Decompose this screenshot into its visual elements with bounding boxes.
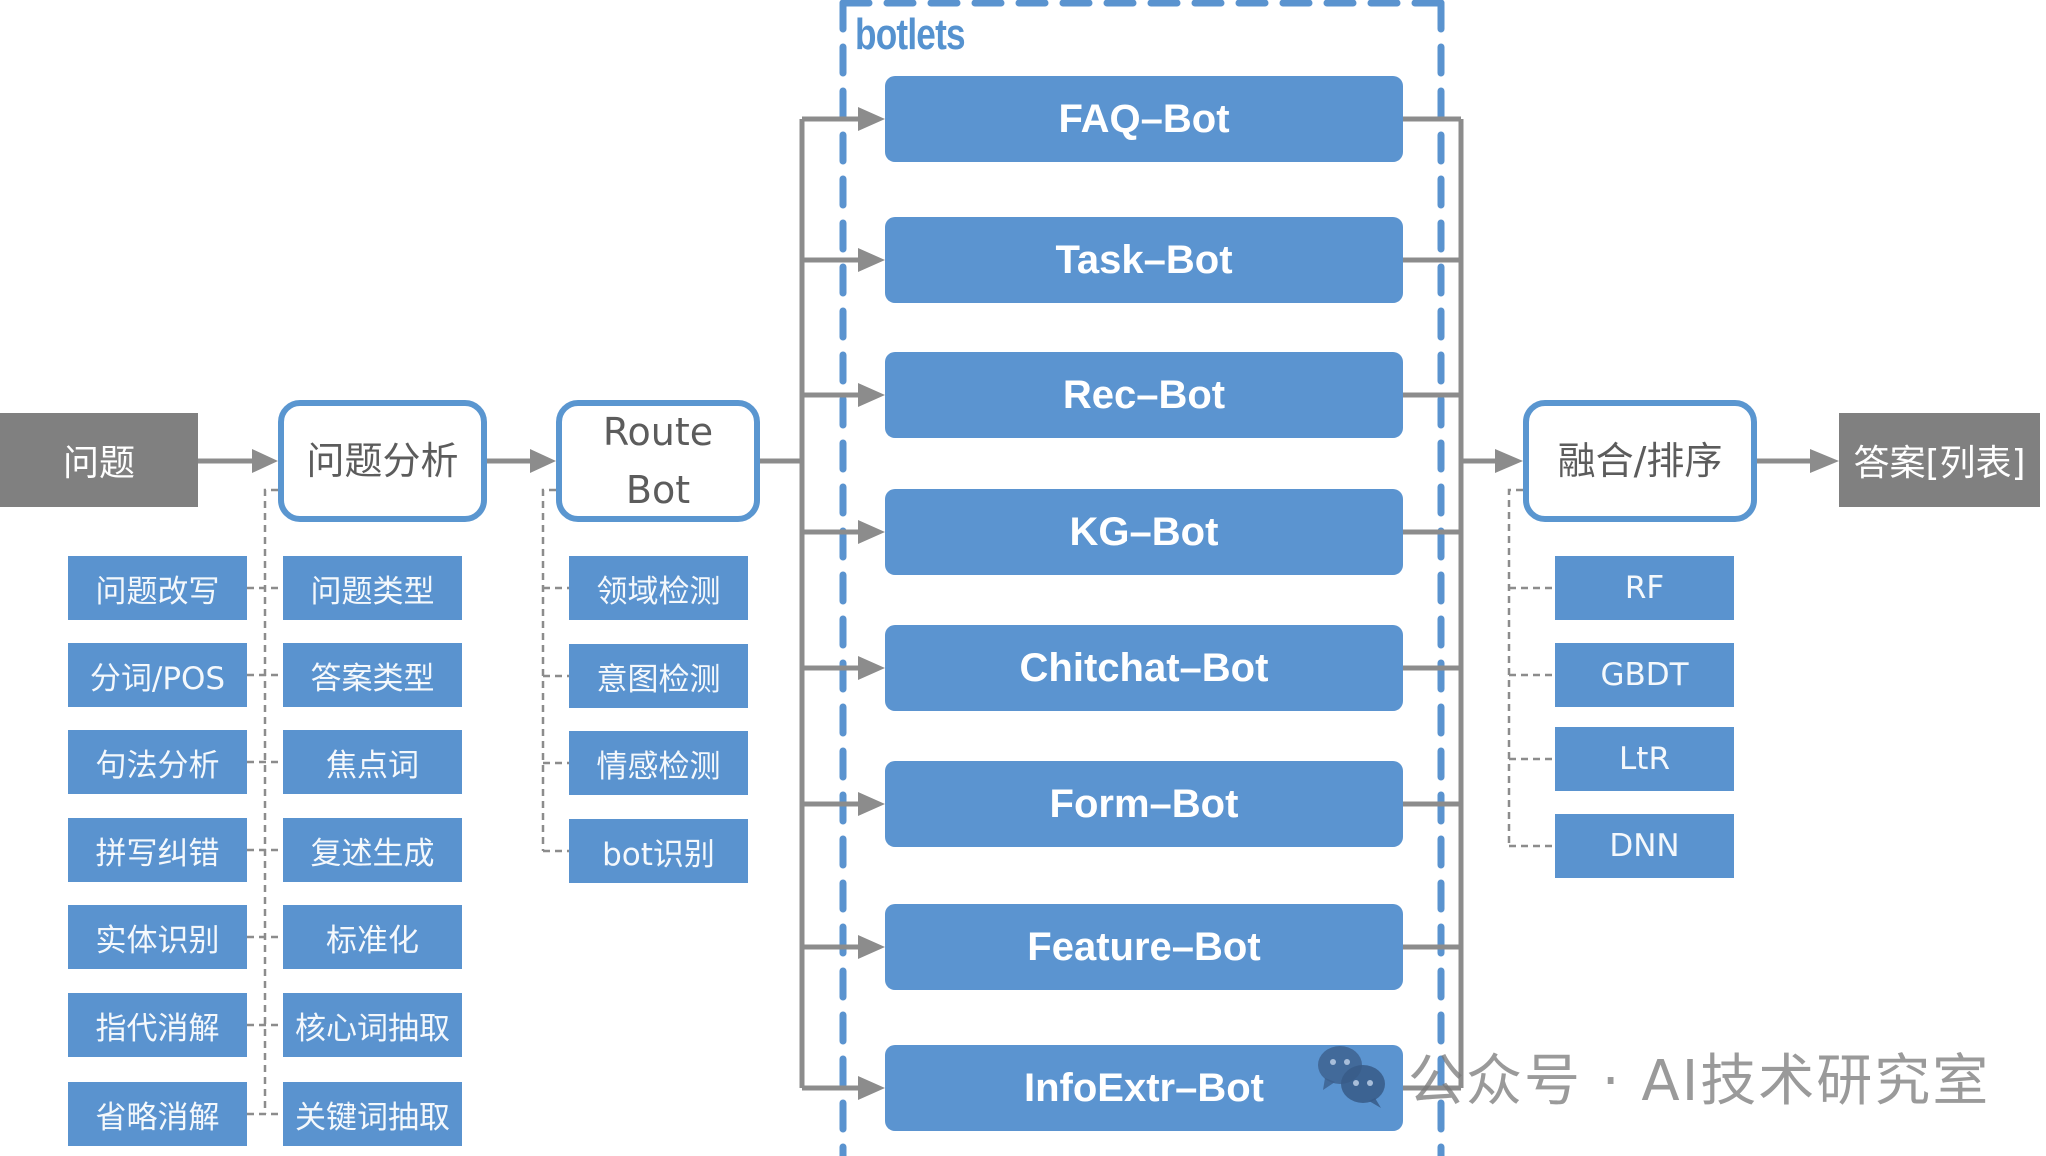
analysis-right-item-label: 关键词抽取 <box>295 1099 450 1136</box>
route-item: 意图检测 <box>569 644 748 708</box>
route-bot-label-line2: Bot <box>625 468 691 512</box>
bot-node-label: Feature–Bot <box>1027 924 1261 969</box>
question-analysis-label: 问题分析 <box>306 439 459 483</box>
route-item-label: 意图检测 <box>596 661 721 698</box>
bot-node-label: Rec–Bot <box>1062 372 1226 417</box>
route-item-label: 情感检测 <box>596 748 721 785</box>
analysis-right-item-label: 标准化 <box>326 922 419 959</box>
bot-node: Task–Bot <box>885 217 1403 303</box>
question-analysis-node: 问题分析 <box>278 400 487 522</box>
analysis-left-item-label: 分词/POS <box>89 660 226 697</box>
route-item-label: 领域检测 <box>596 573 721 610</box>
bot-node: Form–Bot <box>885 761 1403 847</box>
analysis-right-item: 复述生成 <box>283 818 462 882</box>
analysis-right-item: 问题类型 <box>283 556 462 620</box>
arrowhead <box>858 1076 885 1100</box>
analysis-right-item-label: 核心词抽取 <box>295 1010 450 1047</box>
analysis-left-item-label: 拼写纠错 <box>95 835 220 872</box>
botlets-title: botlets <box>855 10 966 59</box>
fusion-item-label: LtR <box>1619 741 1670 777</box>
fusion-item: RF <box>1555 556 1734 620</box>
bot-node-label: KG–Bot <box>1069 509 1219 554</box>
analysis-right-item: 答案类型 <box>283 643 462 707</box>
bot-node-label: InfoExtr–Bot <box>1024 1065 1264 1110</box>
analysis-left-item-label: 句法分析 <box>95 747 220 784</box>
analysis-left-item: 指代消解 <box>68 993 247 1057</box>
fusion-item-label: GBDT <box>1600 657 1689 693</box>
analysis-left-item-label: 省略消解 <box>95 1099 220 1136</box>
bot-node: InfoExtr–Bot <box>885 1045 1403 1131</box>
answer-list-label: 答案[列表] <box>1853 443 2026 484</box>
wechat-icon <box>1313 1040 1393 1110</box>
arrowhead <box>252 449 278 473</box>
arrowhead <box>1495 449 1523 473</box>
answer-list-node: 答案[列表] <box>1839 413 2040 507</box>
analysis-left-item: 句法分析 <box>68 730 247 794</box>
fusion-item-label: RF <box>1624 570 1665 606</box>
fusion-bracket <box>1507 488 1523 846</box>
route-bot-label-line1: Route <box>602 410 714 454</box>
route-item: 领域检测 <box>569 556 748 620</box>
fusion-ranking-label: 融合/排序 <box>1557 439 1723 483</box>
analysis-right-item: 标准化 <box>283 905 462 969</box>
arrowhead <box>530 449 556 473</box>
analysis-left-item-label: 指代消解 <box>95 1010 220 1047</box>
route-item-label: bot识别 <box>602 836 715 873</box>
arrowhead <box>858 383 885 407</box>
analysis-left-item: 实体识别 <box>68 905 247 969</box>
bot-node: Feature–Bot <box>885 904 1403 990</box>
arrowhead <box>858 656 885 680</box>
arrowhead <box>858 248 885 272</box>
bot-node: FAQ–Bot <box>885 76 1403 162</box>
route-item: 情感检测 <box>569 731 748 795</box>
analysis-right-item: 关键词抽取 <box>283 1082 462 1146</box>
analysis-left-item-label: 实体识别 <box>95 922 220 959</box>
fusion-ranking-node: 融合/排序 <box>1523 400 1757 522</box>
analysis-bracket <box>263 488 278 1114</box>
bot-node: KG–Bot <box>885 489 1403 575</box>
analysis-right-item-label: 焦点词 <box>326 747 419 784</box>
fusion-item: DNN <box>1555 814 1734 878</box>
fusion-item-label: DNN <box>1609 828 1680 864</box>
question-input-label: 问题 <box>62 443 135 484</box>
arrowhead <box>858 935 885 959</box>
fusion-item: LtR <box>1555 727 1734 791</box>
analysis-left-item: 拼写纠错 <box>68 818 247 882</box>
analysis-left-item: 省略消解 <box>68 1082 247 1146</box>
route-bot-node: Route Bot <box>556 400 760 522</box>
analysis-right-item: 焦点词 <box>283 730 462 794</box>
analysis-right-item-label: 答案类型 <box>310 660 435 697</box>
analysis-left-item: 问题改写 <box>68 556 247 620</box>
arrowhead <box>858 107 885 131</box>
arrowhead <box>858 792 885 816</box>
botlets-container-border <box>839 0 1445 1156</box>
arrowhead <box>858 520 885 544</box>
bot-node: Rec–Bot <box>885 352 1403 438</box>
analysis-right-item: 核心词抽取 <box>283 993 462 1057</box>
bot-node-label: Form–Bot <box>1049 781 1239 826</box>
bot-node: Chitchat–Bot <box>885 625 1403 711</box>
question-input-node: 问题 <box>0 413 198 507</box>
bot-node-label: FAQ–Bot <box>1058 96 1230 141</box>
watermark-text: 公众号 · AI技术研究室 <box>1408 1049 1991 1114</box>
fusion-item: GBDT <box>1555 643 1734 707</box>
route-bracket <box>541 488 556 851</box>
arrowhead <box>1810 449 1839 473</box>
analysis-left-item-label: 问题改写 <box>95 573 220 610</box>
bot-node-label: Chitchat–Bot <box>1019 645 1269 690</box>
analysis-right-item-label: 复述生成 <box>310 835 435 872</box>
analysis-right-item-label: 问题类型 <box>310 573 435 610</box>
analysis-left-item: 分词/POS <box>68 643 247 707</box>
bot-node-label: Task–Bot <box>1055 237 1233 282</box>
route-item: bot识别 <box>569 819 748 883</box>
